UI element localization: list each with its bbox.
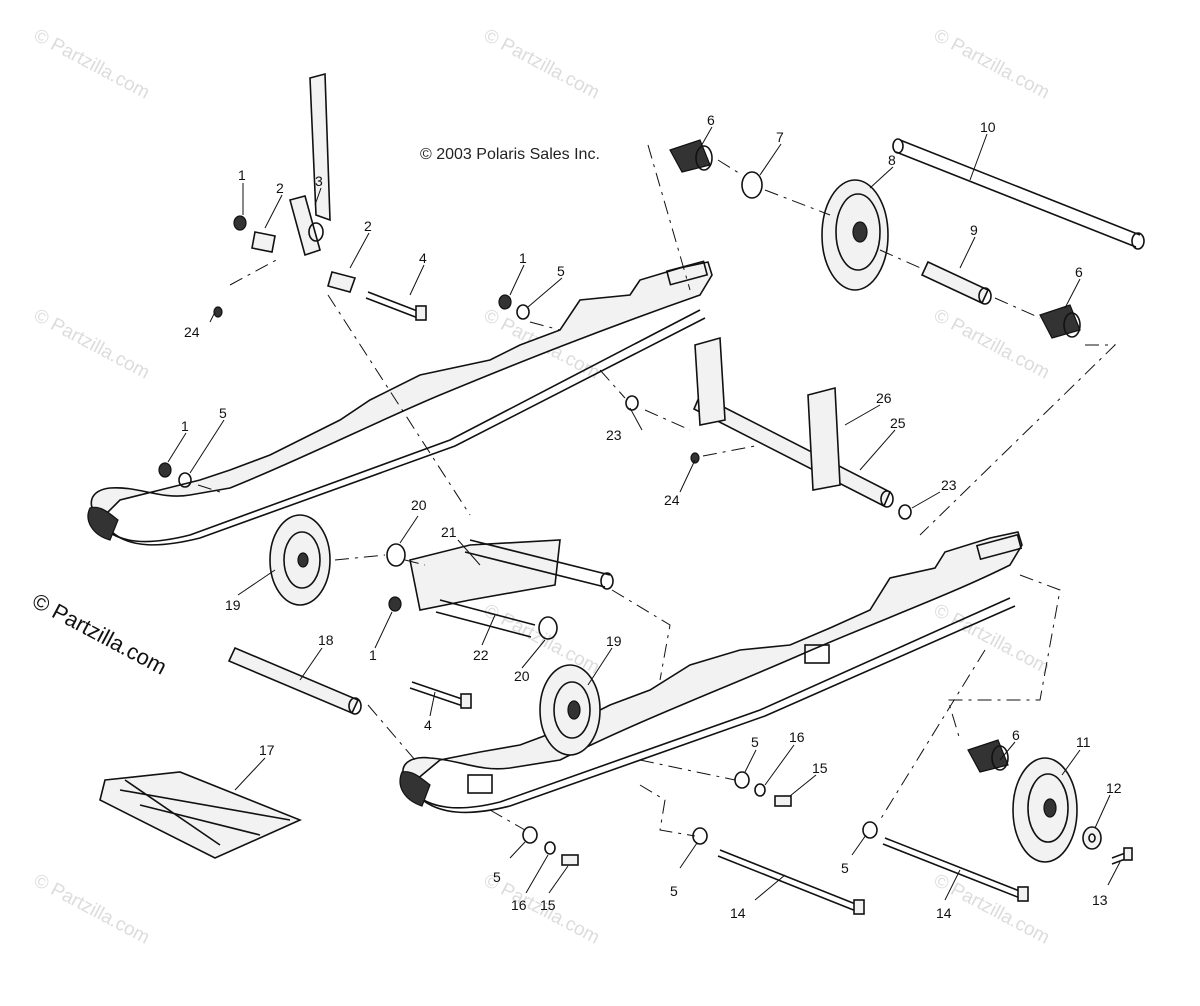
callout-24: 24 [184,324,200,340]
callout-17: 17 [259,742,275,758]
callout-12: 12 [1106,780,1122,796]
ring-7 [741,171,763,199]
callout-23: 23 [606,427,622,443]
callout-3: 3 [315,173,323,189]
idler-wheel-11 [1012,757,1078,863]
spacer-9 [920,260,992,305]
callout-9: 9 [970,222,978,238]
callout-5: 5 [670,883,678,899]
slider-pad-17 [99,771,303,859]
callout-2: 2 [276,180,284,196]
callout-7: 7 [776,129,784,145]
lower-rail [399,531,1023,814]
callout-8: 8 [888,152,896,168]
bolts-4 [365,291,472,709]
wheel-cap-6-lower [967,739,1009,773]
callout-24: 24 [664,492,680,508]
long-shaft-10 [892,138,1145,250]
callout-1: 1 [181,418,189,434]
shaft-18 [227,646,362,715]
callout-13: 13 [1092,892,1108,908]
callout-numbers: 1 2 3 2 4 1 5 6 7 8 10 9 6 24 1 5 23 26 … [181,112,1122,921]
callout-5: 5 [219,405,227,421]
washer-12 [1082,826,1102,850]
callout-5: 5 [493,869,501,885]
front-arm-21-22 [409,539,614,638]
callout-4: 4 [419,250,427,266]
callout-10: 10 [980,119,996,135]
spacers-2 [251,231,357,293]
callout-16: 16 [789,729,805,745]
callout-1: 1 [519,250,527,266]
bolt-13 [1111,847,1133,865]
callout-11: 11 [1076,734,1091,750]
callout-leaders [167,126,1121,901]
callout-16: 16 [511,897,527,913]
callout-14: 14 [936,905,952,921]
callout-19: 19 [225,597,241,613]
callout-21: 21 [441,524,457,540]
wheel-cap-6-right [1039,304,1081,339]
callout-20: 20 [514,668,530,684]
wheel-19-right [539,664,601,756]
callout-23: 23 [941,477,957,493]
assembly-lines [197,144,1117,837]
callout-4: 4 [424,717,432,733]
callout-14: 14 [730,905,746,921]
callout-1: 1 [369,647,377,663]
callout-25: 25 [890,415,906,431]
callout-20: 20 [411,497,427,513]
callout-19: 19 [606,633,622,649]
callout-22: 22 [473,647,489,663]
callout-15: 15 [812,760,828,776]
copyright-notice: © 2003 Polaris Sales Inc. [420,146,600,163]
ring-20 [386,543,558,640]
callout-6: 6 [1012,727,1020,743]
upper-rail [87,260,713,546]
link-plate-3 [289,72,331,257]
callout-18: 18 [318,632,334,648]
callout-1: 1 [238,167,246,183]
callout-6: 6 [707,112,715,128]
callout-5: 5 [841,860,849,876]
callout-5: 5 [557,263,565,279]
callout-26: 26 [876,390,892,406]
rear-axle-25 [692,336,894,508]
long-bolts-14 [717,837,1029,915]
nuts-washers [158,215,912,866]
idler-wheel-8 [821,179,889,291]
wheel-cap-6-top [669,139,713,173]
wheel-19-left [269,514,331,606]
callout-5: 5 [751,734,759,750]
callout-6: 6 [1075,264,1083,280]
callout-15: 15 [540,897,556,913]
callout-2: 2 [364,218,372,234]
